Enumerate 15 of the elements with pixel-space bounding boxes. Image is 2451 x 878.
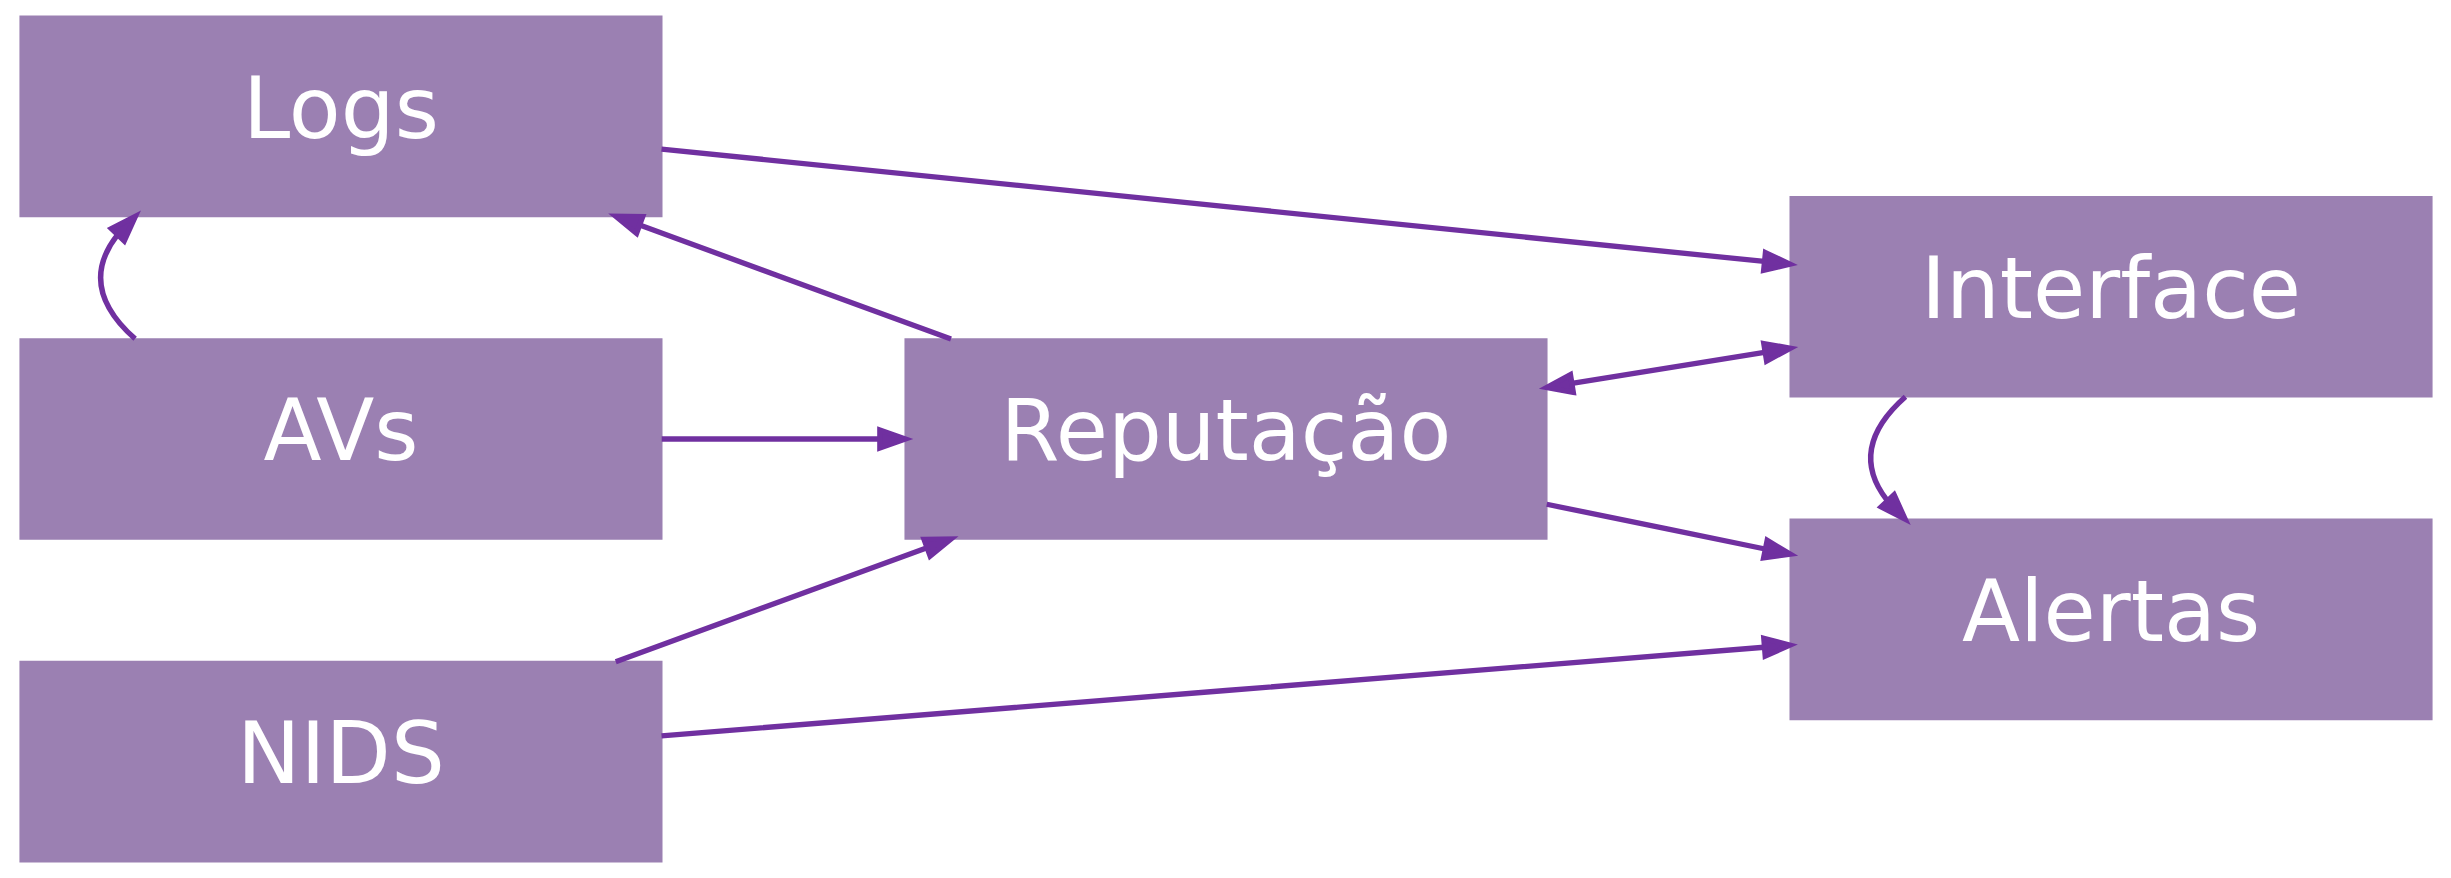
- arrow: [1545, 501, 1798, 561]
- arrow: [607, 213, 952, 342]
- arrow: [614, 536, 959, 665]
- node-box: Logs: [18, 15, 662, 218]
- arrow: [660, 634, 1798, 739]
- node-box: AVs: [18, 338, 662, 540]
- arrow: [661, 426, 913, 452]
- node-box: Alertas: [1789, 518, 2433, 721]
- arrow: [1538, 340, 1798, 396]
- node-box: Interface: [1789, 196, 2433, 398]
- node-box: Reputação: [903, 338, 1548, 540]
- arrow: [1867, 394, 1911, 526]
- arrow: [660, 146, 1798, 274]
- arrow: [97, 210, 141, 341]
- node-box: NIDS: [18, 660, 662, 863]
